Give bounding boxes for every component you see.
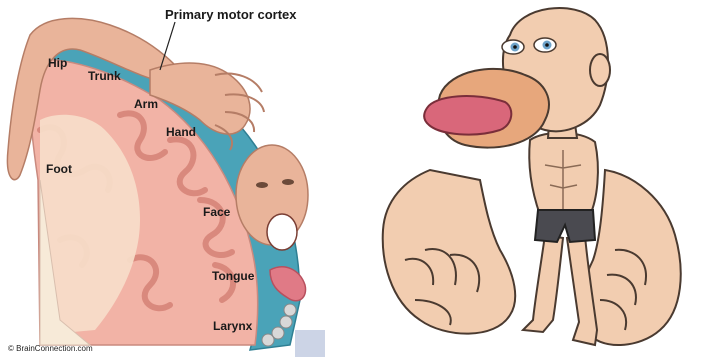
watermark-block: [295, 330, 325, 357]
ear: [590, 54, 610, 86]
tongue: [424, 96, 511, 135]
shorts: [535, 210, 595, 242]
label-trunk: Trunk: [88, 70, 121, 82]
title-primary-motor-cortex: Primary motor cortex: [165, 8, 297, 21]
label-hand: Hand: [166, 126, 196, 138]
left-leg: [523, 235, 563, 332]
left-hand: [383, 170, 515, 334]
head-eye-left: [256, 182, 268, 188]
label-tongue: Tongue: [212, 270, 254, 282]
homunculus-figure-panel: [345, 0, 702, 357]
label-arm: Arm: [134, 98, 158, 110]
cortex-illustration: [0, 0, 345, 357]
label-larynx: Larynx: [213, 320, 252, 332]
label-hip: Hip: [48, 57, 67, 69]
head-mouth: [267, 214, 297, 250]
label-face: Face: [203, 206, 230, 218]
motor-cortex-diagram: Primary motor cortex Hip Trunk Arm Hand …: [0, 0, 345, 357]
credit-text: © BrainConnection.com: [8, 344, 93, 353]
homunculus-cartoon: [345, 0, 702, 357]
label-foot: Foot: [46, 163, 72, 175]
right-leg: [567, 236, 597, 345]
head-eye-right: [282, 179, 294, 185]
